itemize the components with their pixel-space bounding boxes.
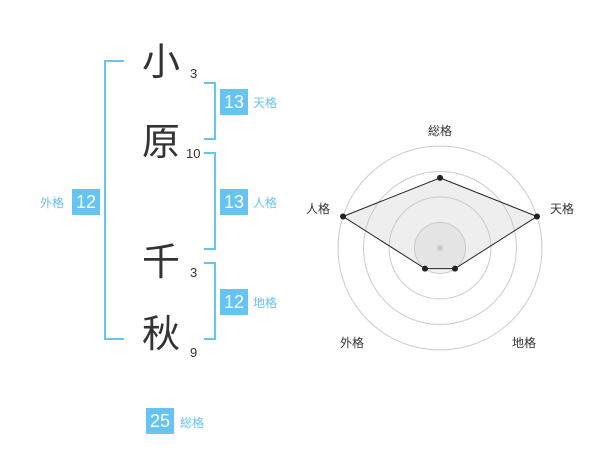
chikaku-value-badge: 12 — [220, 289, 248, 315]
radar-ring-3 — [363, 171, 517, 325]
chikaku-bracket — [204, 262, 216, 340]
radar-point-3 — [422, 265, 429, 272]
radar-axis-label-soukaku: 総格 — [428, 124, 453, 138]
jinkaku-label: 人格 — [253, 196, 278, 210]
jinkaku-value-badge: 13 — [220, 189, 248, 215]
soukaku-value-badge: 25 — [146, 408, 174, 434]
stroke-count-1: 3 — [190, 66, 198, 81]
radar-axis-label-chikaku: 地格 — [512, 336, 537, 350]
radar-axis-label-tenkaku: 天格 — [550, 202, 575, 216]
soukaku-label: 総格 — [180, 416, 205, 430]
radar-series-polygon — [341, 177, 539, 270]
stroke-count-3: 3 — [190, 265, 198, 280]
name-char-2: 原 — [142, 120, 181, 164]
gaikaku-label: 外格 — [40, 196, 65, 210]
tenkaku-bracket — [204, 82, 216, 140]
radar-ring-2 — [388, 196, 492, 300]
stroke-count-4: 9 — [190, 345, 198, 360]
name-char-3: 千 — [142, 240, 181, 284]
name-char-4: 秋 — [142, 312, 181, 356]
radar-point-0 — [437, 174, 443, 181]
radar-axis-label-jinkaku: 人格 — [306, 202, 331, 216]
radar-axis-label-gaikaku: 外格 — [340, 336, 365, 350]
stroke-count-2: 10 — [186, 146, 201, 161]
name-char-1: 小 — [142, 40, 181, 84]
radar-point-2 — [451, 265, 458, 272]
gaikaku-bracket — [104, 60, 124, 340]
gaikaku-value-badge: 12 — [72, 189, 100, 215]
jinkaku-bracket — [204, 152, 216, 250]
radar-center-dot — [437, 245, 443, 251]
radar-point-1 — [534, 213, 541, 220]
tenkaku-value-badge: 13 — [220, 89, 248, 115]
tenkaku-label: 天格 — [253, 96, 278, 110]
chikaku-label: 地格 — [253, 296, 278, 310]
radar-point-4 — [339, 213, 346, 220]
radar-ring-4 — [337, 145, 543, 351]
